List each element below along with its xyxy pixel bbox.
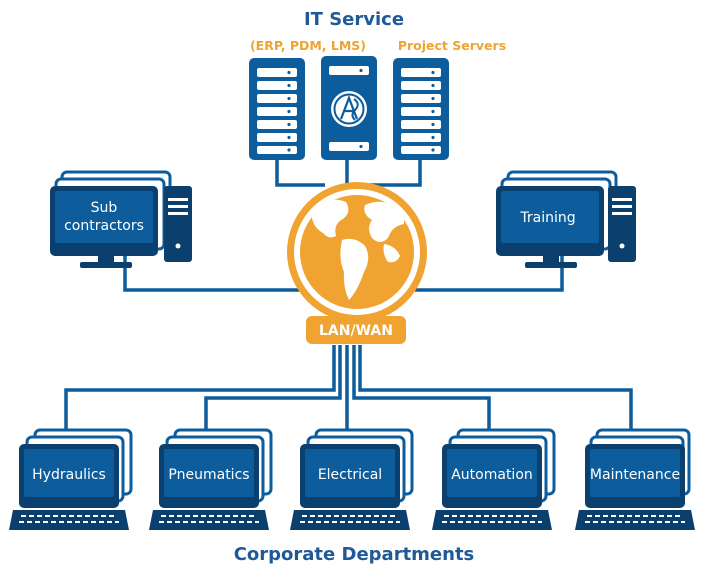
servers-subtitle-left: (ERP, PDM, LMS) [250,38,366,53]
laptop-hydraulics: Hydraulics [9,428,133,530]
diagram-title: IT Service [304,9,404,30]
server-rack-icon [249,58,305,160]
laptop-electrical: Electrical [290,428,414,530]
laptop-icon [575,428,695,530]
laptop-icon [9,428,133,530]
laptop-pneumatics: Pneumatics [149,428,273,530]
server-rack-icon [321,56,377,160]
lan-wan-label: LAN/WAN [319,323,393,339]
laptop-icon [290,428,414,530]
pc-tower-icon [164,186,192,262]
laptop-icon [149,428,273,530]
pc-tower-icon [608,186,636,262]
training-desktop: Training [496,170,636,268]
subcontractors-label-line2: contractors [64,218,144,234]
lan-wan-badge [306,316,406,344]
desktop-monitor-icon [50,170,172,268]
department-label: Pneumatics [168,467,249,483]
globe-icon [287,182,427,322]
training-label: Training [519,210,575,226]
department-label: Automation [451,467,533,483]
subcontractors-label-line1: Sub [91,200,118,216]
server-rack-icon [393,58,449,160]
laptop-icon [432,428,556,530]
desktop-monitor-icon [496,170,618,268]
department-label: Hydraulics [32,467,106,483]
laptop-maintenance: Maintenance [575,428,695,530]
department-label: Electrical [318,467,382,483]
subcontractors-desktop: Sub contractors [50,170,192,268]
footer-label: Corporate Departments [234,544,475,565]
department-label: Maintenance [590,467,680,483]
servers-subtitle-right: Project Servers [398,38,506,53]
laptop-automation: Automation [432,428,556,530]
